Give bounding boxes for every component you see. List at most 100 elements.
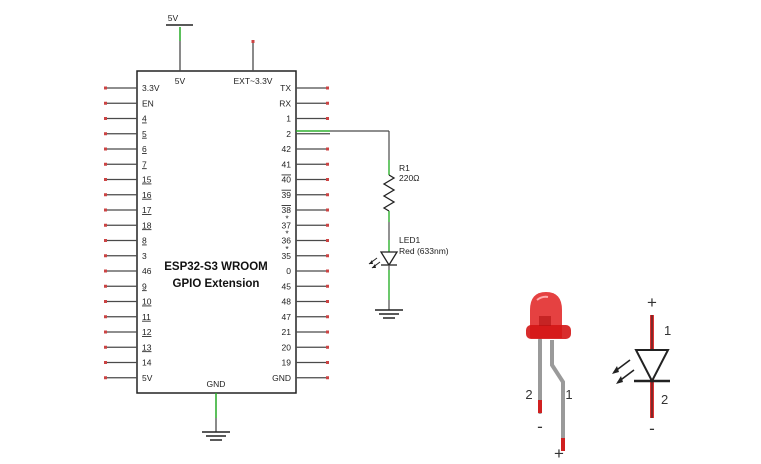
left-pin-label: 6 (142, 144, 147, 154)
left-pin-label: 5V (142, 373, 153, 383)
led-plus-label: + (554, 444, 564, 463)
esp32-module-body (136, 70, 297, 394)
module-title-line1: ESP32-S3 WROOM (164, 261, 268, 273)
pin-label-5v-top: 5V (175, 76, 186, 86)
right-pin-tip (326, 315, 329, 319)
right-pin-tip (326, 284, 329, 288)
right-pin-label: 1 (286, 114, 291, 124)
left-pin-tip (104, 300, 107, 303)
left-pin-tip (104, 86, 107, 90)
left-pin-label: 4 (142, 114, 147, 124)
left-pin-tip (104, 101, 107, 105)
resistor-ref: R1 (399, 163, 410, 173)
right-pin-tip (326, 193, 329, 197)
left-pin-label: 3 (142, 251, 147, 261)
right-pin-tip (326, 269, 329, 273)
right-pin-label: 21 (282, 327, 292, 337)
left-pin-tip (104, 254, 107, 258)
right-pin-label: 19 (282, 358, 292, 368)
left-pin-tip (104, 132, 107, 136)
resistor-value: 220Ω (399, 173, 420, 183)
left-pin-label: 5 (142, 129, 147, 139)
signal-wire-gpio2 (296, 130, 390, 175)
ground-symbol-module (202, 431, 230, 441)
right-pin-label: 38 (282, 205, 292, 215)
right-pin-label: TX (280, 83, 291, 93)
right-pin-tip (326, 345, 329, 349)
left-pin-tip (104, 239, 107, 242)
power-5v-label: 5V (168, 13, 179, 23)
left-pin-tip (104, 315, 107, 319)
led-physical-illustration (526, 292, 571, 451)
right-pin-tip (326, 147, 329, 151)
left-pin-label: 3.3V (142, 83, 160, 93)
right-pin-label: 48 (282, 297, 292, 307)
right-pin-tip (326, 86, 329, 90)
pin-label-ext33v: EXT~3.3V (234, 76, 273, 86)
left-pin-tip (104, 208, 107, 212)
right-pin-tip (326, 162, 329, 166)
left-pin-tip (104, 345, 107, 349)
right-pin-tip (326, 330, 329, 334)
left-pin-tip (104, 223, 107, 227)
left-pin-label: 11 (142, 312, 151, 322)
left-pin-tip (104, 376, 107, 380)
right-pin-label: RX (279, 98, 291, 108)
resistor-r1 (382, 174, 396, 212)
right-pin-strap-mark: * (285, 244, 289, 254)
right-pin-column: TXRX12424140393837*36*35*0454847212019GN… (272, 83, 330, 383)
led1-schematic-symbol (368, 251, 399, 269)
led-leg-label-1: 1 (565, 387, 572, 402)
right-pin-strap-mark: * (285, 229, 289, 239)
led-leg-label-2: 2 (525, 387, 532, 402)
right-pin-tip (326, 254, 329, 258)
diode-pin-label-1: 1 (664, 323, 671, 338)
left-pin-label: 18 (142, 220, 152, 230)
pin-ext33v-tip (251, 40, 255, 43)
right-pin-label: 47 (282, 312, 292, 322)
left-pin-tip (104, 193, 107, 197)
diode-plus-label: + (647, 293, 657, 312)
left-pin-label: 17 (142, 205, 152, 215)
left-pin-tip (104, 147, 107, 151)
module-title-line2: GPIO Extension (173, 278, 260, 290)
right-pin-tip (326, 223, 329, 227)
pin-label-gnd-bottom: GND (207, 379, 226, 389)
left-pin-tip (104, 330, 107, 334)
left-pin-label: 15 (142, 175, 152, 185)
right-pin-tip (326, 101, 329, 105)
diode-symbol-large (612, 315, 670, 418)
right-pin-label: 2 (286, 129, 291, 139)
ground-symbol-led (375, 309, 403, 319)
right-pin-tip (326, 178, 329, 181)
right-pin-label: GND (272, 373, 291, 383)
right-pin-tip (326, 300, 329, 303)
left-pin-label: 12 (142, 327, 152, 337)
left-pin-label: 16 (142, 190, 152, 200)
right-pin-label: 0 (286, 266, 291, 276)
led-minus-label: - (537, 417, 543, 436)
diode-minus-label: - (649, 419, 655, 438)
right-pin-label: 41 (282, 159, 292, 169)
left-pin-tip (104, 361, 107, 364)
left-pin-label: EN (142, 98, 154, 108)
left-pin-tip (104, 117, 107, 120)
right-pin-label: 37 (282, 220, 292, 230)
left-pin-label: 8 (142, 236, 147, 246)
diode-pin-label-2: 2 (661, 392, 668, 407)
left-pin-label: 7 (142, 159, 147, 169)
right-pin-label: 39 (282, 190, 292, 200)
right-pin-label: 20 (282, 342, 292, 352)
right-pin-label: 42 (282, 144, 292, 154)
right-pin-label: 35 (282, 251, 292, 261)
led1-value: Red (633nm) (399, 246, 449, 256)
left-pin-label: 10 (142, 297, 152, 307)
right-pin-tip (326, 376, 329, 380)
right-pin-strap-mark: * (285, 213, 289, 223)
left-pin-tip (104, 284, 107, 288)
right-pin-label: 45 (282, 281, 292, 291)
left-pin-label: 14 (142, 358, 152, 368)
right-pin-label: 36 (282, 236, 292, 246)
